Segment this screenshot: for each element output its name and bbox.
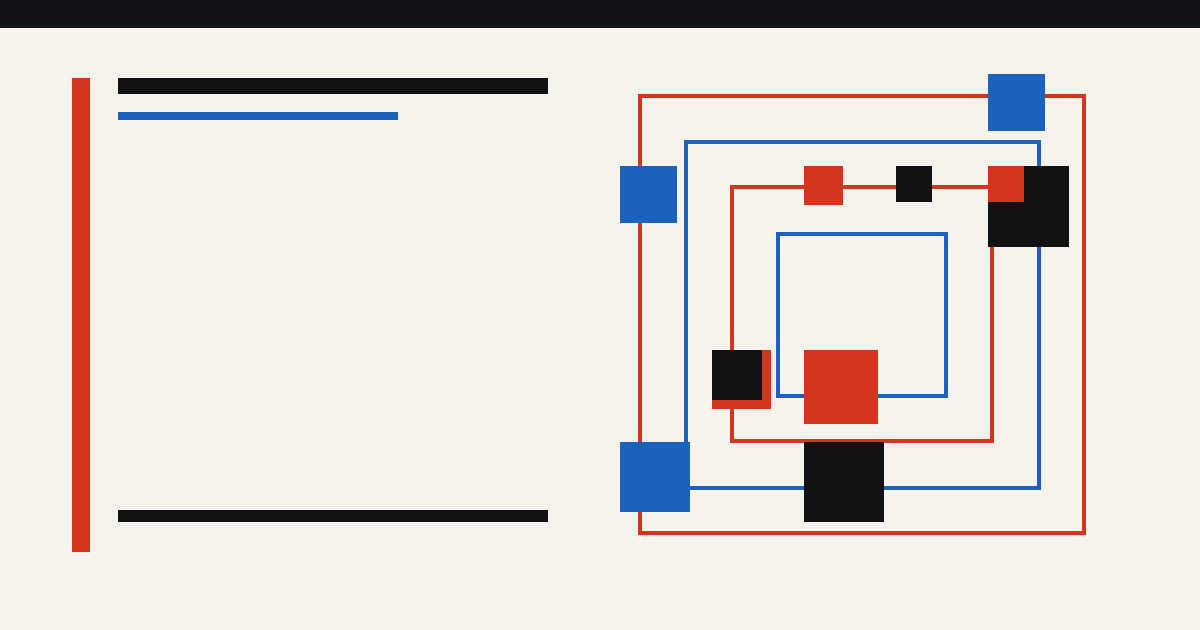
left-accent-bar — [72, 78, 90, 552]
blue-square-bottom-left — [620, 442, 690, 512]
red-square-top — [804, 166, 843, 205]
title-placeholder-bar — [118, 78, 548, 94]
black-square-bottom — [804, 442, 884, 522]
black-square-lower-left — [712, 350, 762, 400]
blue-square-top-right — [988, 74, 1045, 131]
footer-placeholder-bar — [118, 510, 548, 522]
black-square-top-small — [896, 166, 932, 202]
red-square-center — [804, 350, 878, 424]
inner-red-frame — [730, 185, 994, 443]
blue-square-left — [620, 166, 677, 223]
top-bar — [0, 0, 1200, 28]
outer-red-frame — [638, 94, 1086, 535]
subtitle-placeholder-bar — [118, 112, 398, 120]
red-square-top-right — [988, 166, 1024, 202]
